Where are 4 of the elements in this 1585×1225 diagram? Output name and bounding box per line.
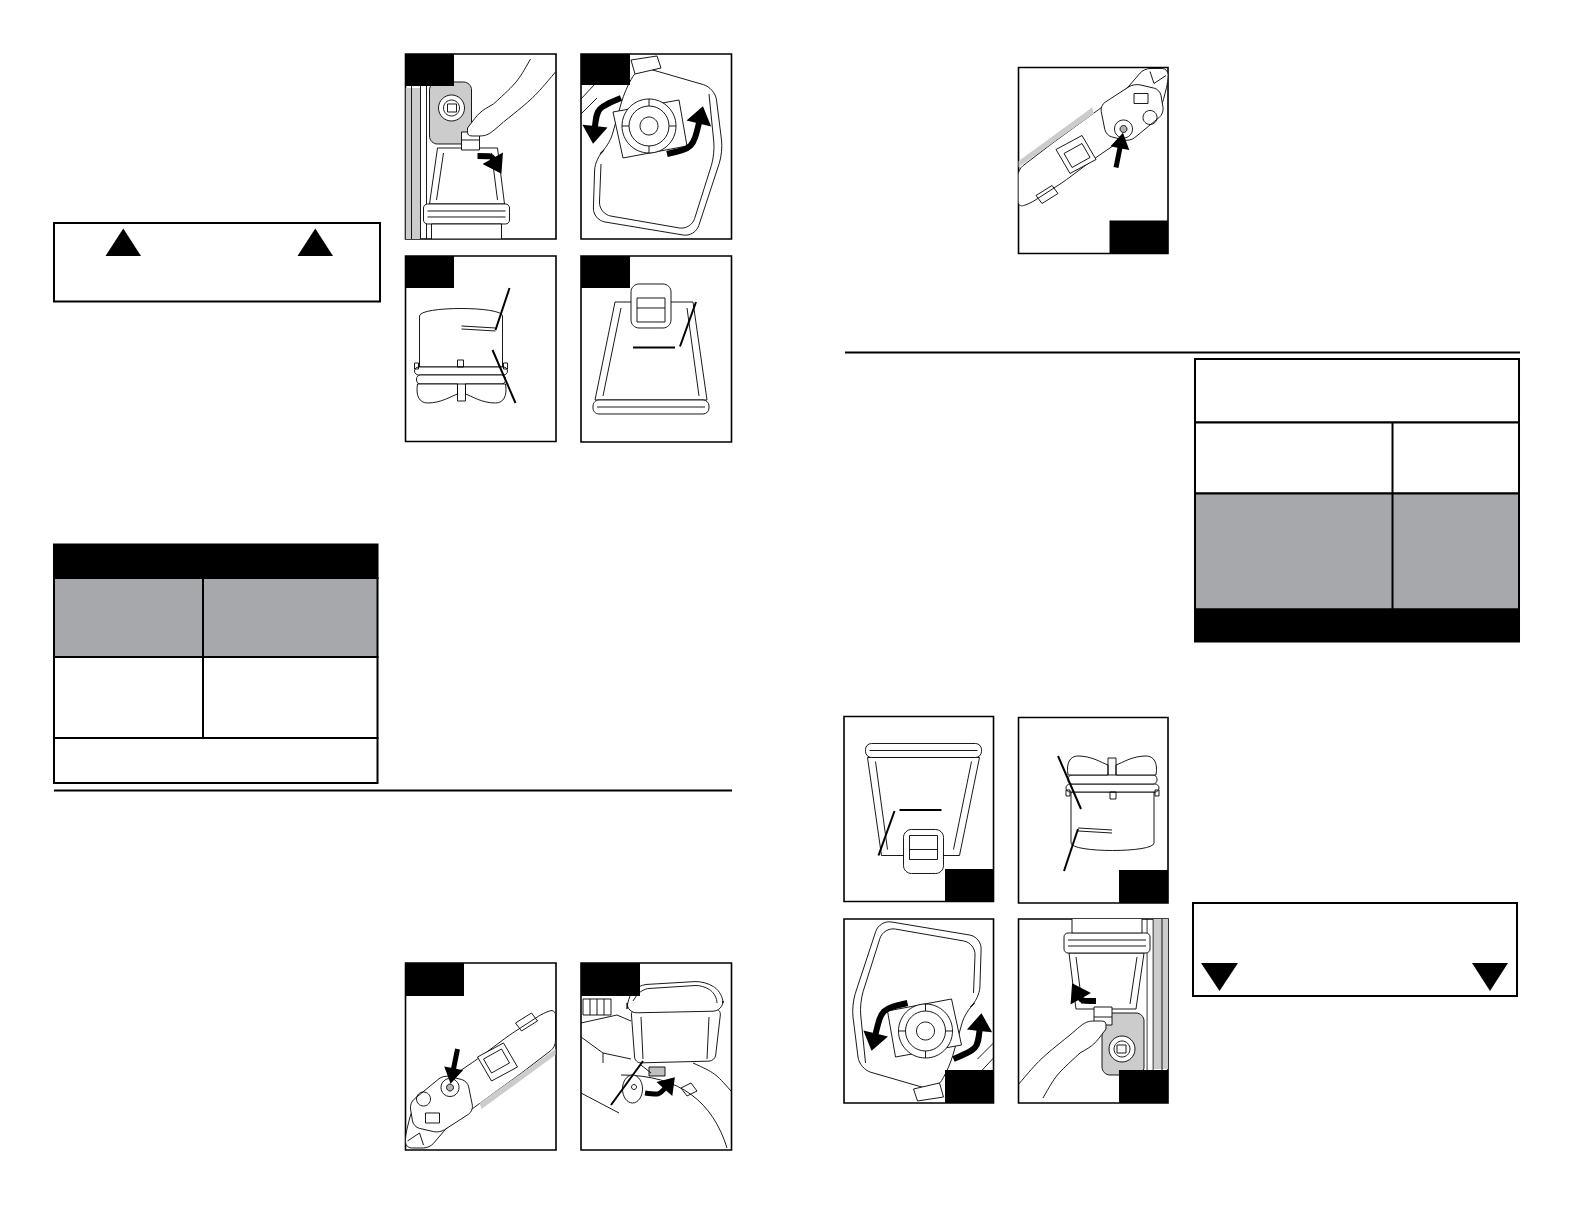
table	[1194, 358, 1520, 643]
warning-box	[1192, 902, 1518, 997]
table	[53, 543, 379, 784]
warning-box	[53, 222, 381, 303]
